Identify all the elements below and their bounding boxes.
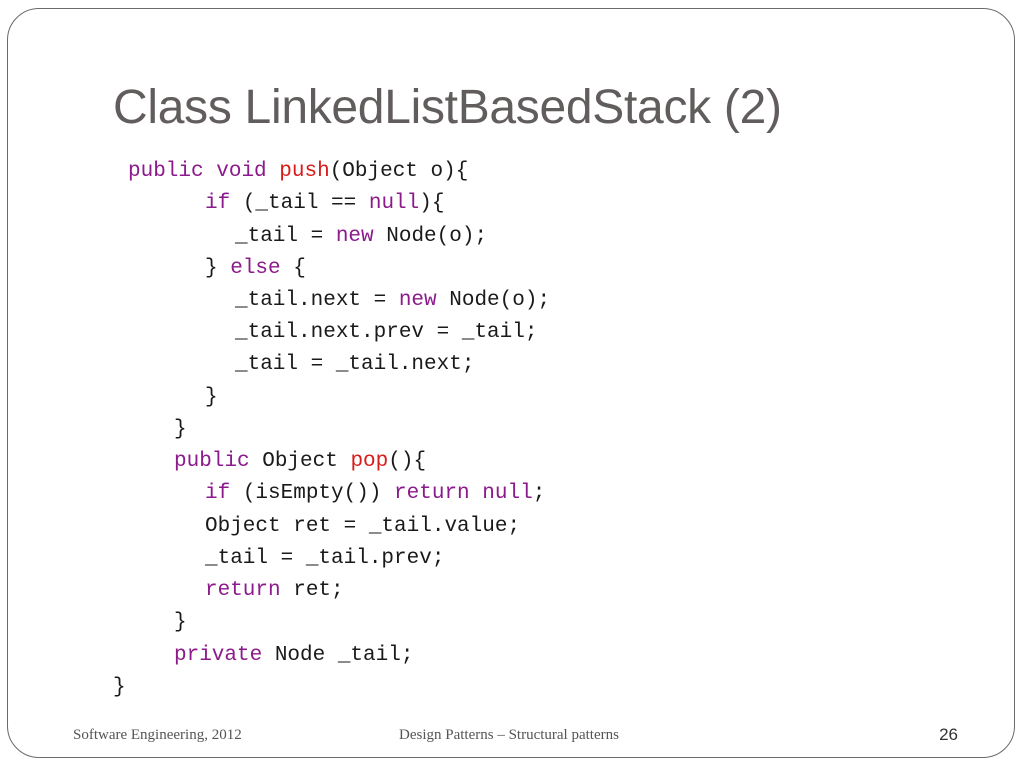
code-text — [470, 482, 483, 505]
code-line: _tail.next = new Node(o); — [235, 289, 550, 313]
code-line: return ret; — [205, 579, 344, 603]
code-keyword: void — [216, 160, 267, 183]
code-keyword: new — [335, 225, 374, 248]
code-line: } — [113, 676, 126, 700]
code-keyword: new — [398, 289, 437, 312]
code-text: } — [174, 418, 187, 441]
code-text: Node(o); — [373, 225, 488, 248]
code-text: (isEmpty()) — [230, 482, 395, 505]
slide-title: Class LinkedListBasedStack (2) — [113, 81, 782, 134]
code-text: ; — [532, 482, 546, 505]
footer-topic: Design Patterns – Structural patterns — [399, 727, 619, 743]
code-text: (_tail == — [230, 192, 369, 215]
code-text: Object ret = _tail.value; — [205, 515, 521, 538]
code-keyword: return — [205, 579, 281, 602]
code-text: } — [174, 611, 187, 634]
code-text: } — [205, 257, 231, 280]
code-text: _tail.next.prev = _tail; — [235, 321, 538, 344]
code-line: _tail = new Node(o); — [235, 225, 487, 249]
code-line: _tail = _tail.next; — [235, 353, 474, 377]
code-text: ){ — [419, 192, 445, 215]
code-line: Object ret = _tail.value; — [205, 515, 520, 539]
code-method-name: push — [279, 160, 330, 183]
code-line: public Object pop(){ — [174, 450, 426, 474]
slide-number: 26 — [939, 725, 958, 744]
code-line: if (_tail == null){ — [205, 192, 444, 216]
code-line: private Node _tail; — [174, 644, 413, 668]
code-text — [267, 160, 280, 183]
code-keyword: private — [174, 644, 263, 667]
code-line: } else { — [205, 257, 306, 281]
code-text — [204, 160, 217, 183]
code-keyword: else — [230, 257, 281, 280]
code-text: { — [280, 257, 306, 280]
slide-frame — [7, 8, 1015, 758]
code-keyword: if — [205, 192, 231, 215]
footer-course: Software Engineering, 2012 — [73, 727, 242, 743]
code-keyword: if — [205, 482, 231, 505]
code-line: } — [205, 386, 218, 410]
code-text: } — [113, 676, 126, 699]
code-text: } — [205, 386, 218, 409]
code-line: if (isEmpty()) return null; — [205, 482, 545, 506]
code-text: (Object o){ — [329, 160, 469, 183]
code-line: _tail = _tail.prev; — [205, 547, 444, 571]
code-keyword: public — [174, 450, 250, 473]
code-text: _tail = _tail.prev; — [205, 547, 445, 570]
code-keyword: return — [394, 482, 470, 505]
code-text: _tail = _tail.next; — [235, 353, 475, 376]
code-line: public void push(Object o){ — [128, 160, 468, 184]
code-line: } — [174, 611, 187, 635]
code-text: Node(o); — [436, 289, 551, 312]
code-keyword: public — [128, 160, 204, 183]
code-text: (){ — [388, 450, 427, 473]
code-line: } — [174, 418, 187, 442]
code-keyword: null — [482, 482, 533, 505]
code-text: _tail = — [235, 225, 336, 248]
code-method-name: pop — [350, 450, 389, 473]
code-line: _tail.next.prev = _tail; — [235, 321, 537, 345]
code-text: Object — [249, 450, 351, 473]
code-text: _tail.next = — [235, 289, 399, 312]
code-text: Node _tail; — [262, 644, 414, 667]
code-text: ret; — [280, 579, 344, 602]
code-keyword: null — [368, 192, 420, 215]
